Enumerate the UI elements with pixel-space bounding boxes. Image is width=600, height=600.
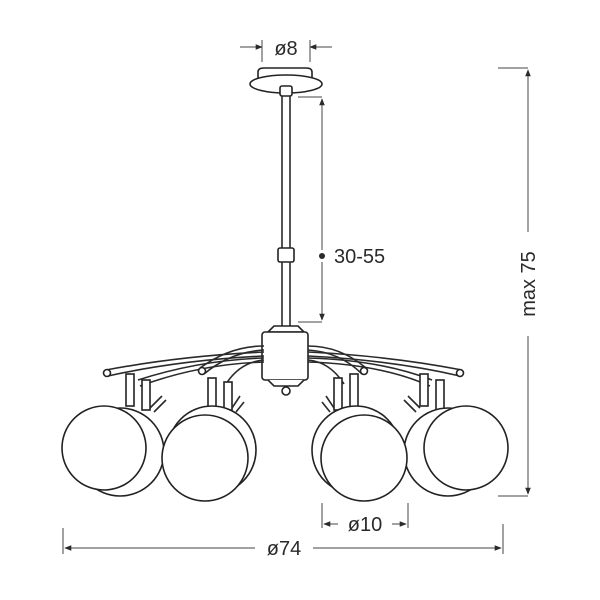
dimension-globe-diameter: ø10	[321, 503, 409, 536]
total-height-label: max 75	[518, 251, 540, 317]
globe-shades-front	[61, 405, 509, 502]
dimension-total-diameter: ø74	[62, 524, 504, 560]
dimension-total-height: max 75	[498, 67, 540, 497]
dimension-rod-length: 30-55	[298, 96, 385, 323]
rod-length-label: 30-55	[334, 246, 385, 268]
suspension-rod	[277, 96, 295, 326]
central-body	[261, 325, 309, 396]
dimension-canopy-diameter: ø8	[240, 38, 332, 62]
arms-left	[102, 345, 265, 387]
globe-diameter-label: ø10	[348, 514, 382, 536]
canopy-diameter-label: ø8	[274, 38, 297, 60]
canopy	[249, 67, 323, 97]
arms-right	[307, 345, 465, 387]
total-diameter-label: ø74	[267, 538, 301, 560]
